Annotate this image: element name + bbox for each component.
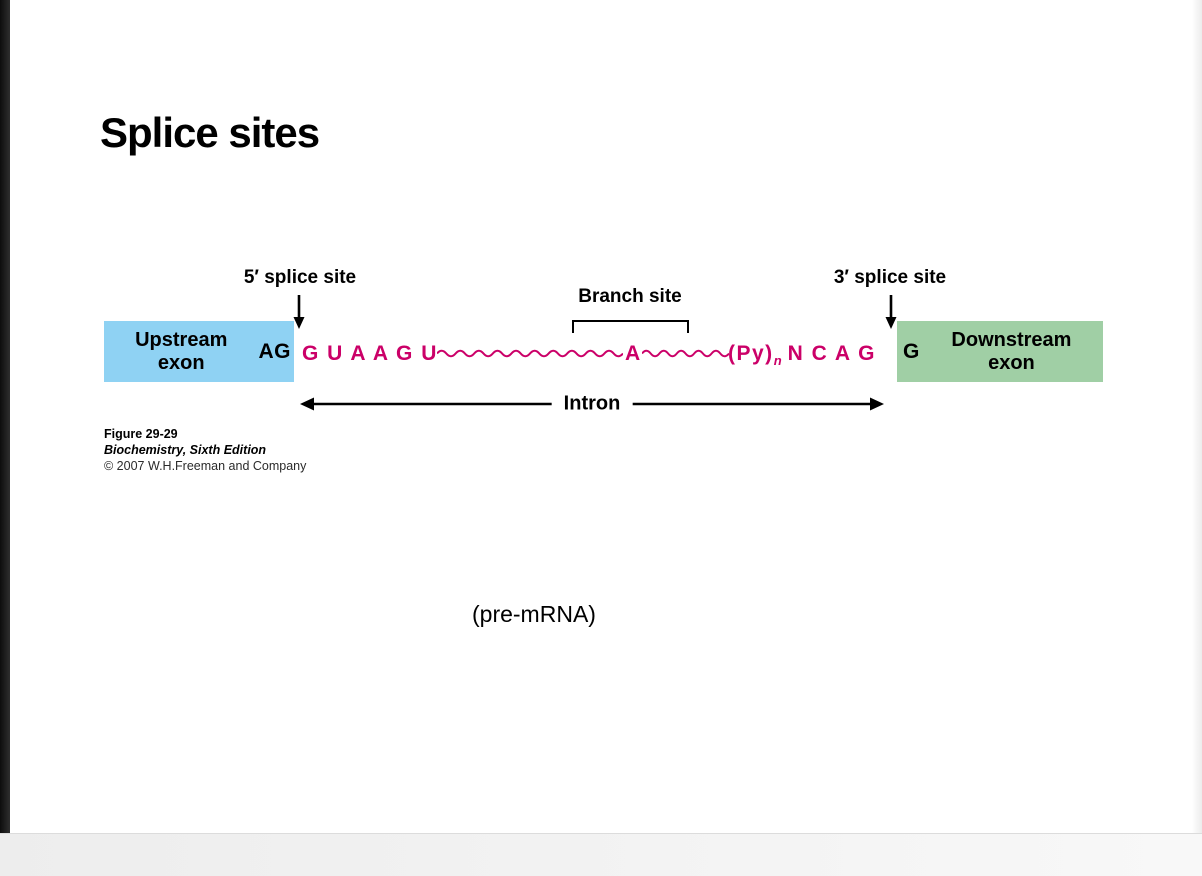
upstream-exon-label: Upstream exon <box>104 329 259 374</box>
slide-left-edge <box>0 0 10 833</box>
upstream-exon-line1: Upstream <box>135 329 228 352</box>
downstream-exon-line1: Downstream <box>951 329 1072 352</box>
pre-mrna-label: (pre-mRNA) <box>472 601 596 627</box>
upstream-exon-box: Upstream exon AG <box>104 321 294 382</box>
intron-label: Intron <box>551 392 633 416</box>
branch-nucleotide: A <box>625 342 642 365</box>
py-subscript: n <box>773 352 782 368</box>
figure-caption: Figure 29-29 Biochemistry, Sixth Edition… <box>104 426 306 474</box>
slide-title: Splice sites <box>100 109 320 156</box>
intron-donor-sequence: G U A A G U <box>302 342 438 365</box>
branch-bracket <box>572 320 689 333</box>
py-tract: (Py) <box>728 342 774 365</box>
intron-span-arrow: Intron <box>299 392 885 416</box>
down-arrow-icon <box>293 295 305 329</box>
three-prime-splice-site-label: 3′ splice site <box>833 267 947 288</box>
down-arrow-icon <box>885 295 897 329</box>
downstream-exon-label: Downstream exon <box>920 329 1103 374</box>
intron-acceptor-sequence: (Py)n N C A G <box>728 340 876 369</box>
squiggle-line <box>437 349 623 358</box>
downstream-exon-line2: exon <box>988 351 1035 374</box>
slide-right-edge <box>1192 0 1202 833</box>
caption-copyright: © 2007 W.H.Freeman and Company <box>104 459 307 473</box>
slide-bottom-edge <box>0 833 1202 876</box>
upstream-exon-terminal-seq: AG <box>258 339 291 363</box>
caption-figure-number: Figure 29-29 <box>104 427 178 441</box>
caption-source: Biochemistry, Sixth Edition <box>104 443 267 457</box>
upstream-exon-line2: exon <box>157 351 205 374</box>
five-prime-splice-site-label: 5′ splice site <box>243 267 357 288</box>
downstream-exon-initial-seq: G <box>903 339 920 363</box>
downstream-exon-box: G Downstream exon <box>897 321 1103 382</box>
branch-site-label: Branch site <box>578 286 682 307</box>
acceptor-seq: N C A G <box>787 342 876 365</box>
squiggle-line <box>642 349 729 358</box>
